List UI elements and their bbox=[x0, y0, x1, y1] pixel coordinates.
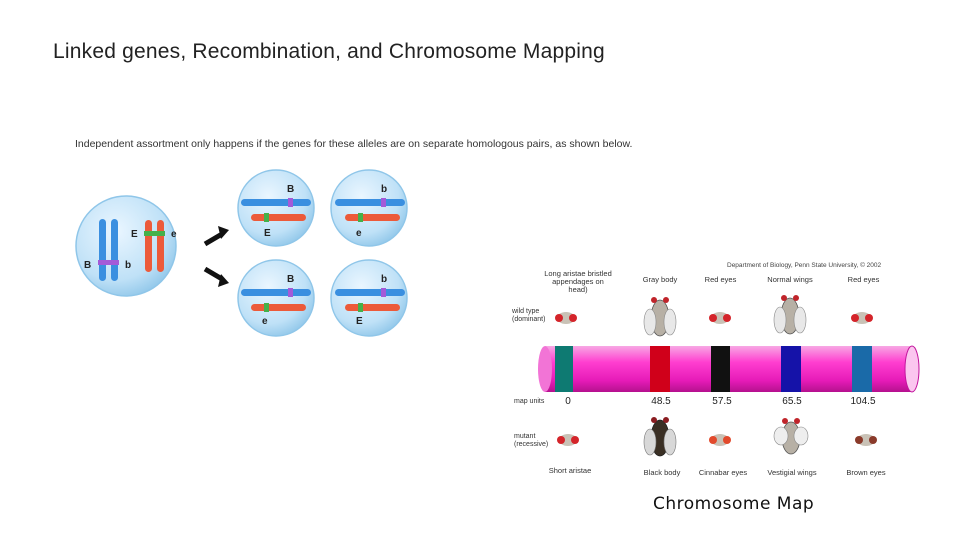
gamete-4-bottom: E bbox=[356, 316, 363, 327]
gamete-4-top: b bbox=[381, 274, 387, 285]
map-unit-65-5: 65.5 bbox=[782, 396, 802, 407]
fly-black-body-icon bbox=[643, 417, 677, 457]
assortment-intro: Independent assortment only happens if t… bbox=[75, 138, 633, 150]
arrow-down bbox=[203, 266, 229, 287]
gamete-cell-4 bbox=[330, 259, 408, 337]
row-label-mutant: mutant (recessive) bbox=[514, 433, 549, 448]
band-body bbox=[650, 346, 670, 392]
map-unit-48-5: 48.5 bbox=[651, 396, 671, 407]
gamete-1-top: B bbox=[287, 184, 294, 195]
trait-brown-eyes: Brown eyes bbox=[846, 468, 886, 477]
gamete-cell-1 bbox=[237, 169, 315, 247]
trait-short-aristae: Short aristae bbox=[548, 466, 592, 475]
map-unit-104-5: 104.5 bbox=[850, 396, 876, 407]
gamete-1-bottom: E bbox=[264, 228, 271, 239]
slide-title: Linked genes, Recombination, and Chromos… bbox=[53, 40, 605, 63]
map-unit-57-5: 57.5 bbox=[712, 396, 732, 407]
gamete-cell-3 bbox=[237, 259, 315, 337]
row-label-map-units: map units bbox=[514, 398, 545, 405]
parent-allele-B: B bbox=[84, 260, 91, 271]
fly-normal-wings-icon bbox=[773, 295, 807, 335]
band-aristae bbox=[555, 346, 573, 392]
trait-vestigial-wings: Vestigial wings bbox=[767, 468, 817, 477]
fly-gray-body-icon bbox=[643, 297, 677, 337]
trait-normal-wings: Normal wings bbox=[767, 275, 813, 284]
trait-gray-body: Gray body bbox=[642, 275, 678, 284]
fly-vestigial-wings-icon bbox=[773, 418, 809, 455]
gamete-cell-2 bbox=[330, 169, 408, 247]
fly-head-icon bbox=[709, 434, 731, 446]
parent-allele-e: e bbox=[171, 229, 177, 240]
fly-head-icon bbox=[709, 312, 731, 324]
arrow-up bbox=[203, 226, 229, 247]
trait-red-eyes-1: Red eyes bbox=[704, 275, 737, 284]
parent-allele-b: b bbox=[125, 260, 131, 271]
band-wings bbox=[781, 346, 801, 392]
trait-black-body: Black body bbox=[643, 468, 681, 477]
fly-head-icon bbox=[557, 434, 579, 446]
trait-long-aristae: Long aristae bristled appendages on head… bbox=[544, 269, 612, 294]
band-cinnabar bbox=[711, 346, 730, 392]
map-copyright: Department of Biology, Penn State Univer… bbox=[727, 262, 882, 269]
figure-caption: Chromosome Map bbox=[653, 494, 815, 514]
gamete-2-top: b bbox=[381, 184, 387, 195]
trait-red-eyes-2: Red eyes bbox=[847, 275, 880, 284]
parent-allele-E: E bbox=[131, 229, 138, 240]
map-unit-0: 0 bbox=[565, 396, 571, 407]
fly-head-icon bbox=[855, 434, 877, 446]
fly-head-icon bbox=[851, 312, 873, 324]
gamete-2-bottom: e bbox=[356, 228, 362, 239]
gamete-3-top: B bbox=[287, 274, 294, 285]
trait-cinnabar-eyes: Cinnabar eyes bbox=[698, 468, 748, 477]
gamete-3-bottom: e bbox=[262, 316, 268, 327]
parent-cell bbox=[75, 195, 177, 297]
row-label-wild-type: wild type (dominant) bbox=[512, 308, 546, 323]
band-eye-color bbox=[852, 346, 872, 392]
fly-head-icon bbox=[555, 312, 577, 324]
